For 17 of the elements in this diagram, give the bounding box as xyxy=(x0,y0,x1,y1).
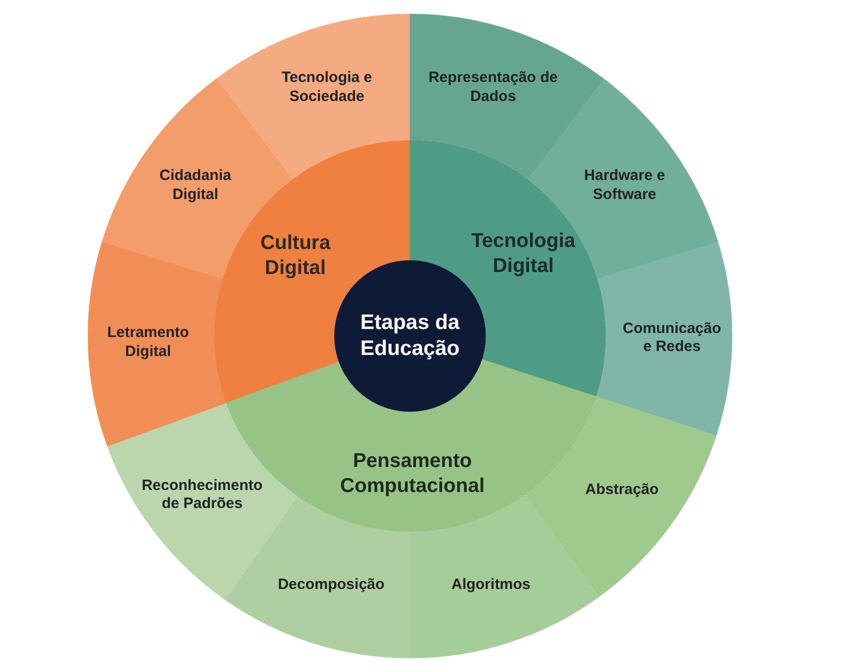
segment-label: Cidadania Digital xyxy=(158,166,232,204)
ring-segment xyxy=(88,242,226,446)
category-label: Tecnologia Digital xyxy=(470,228,576,279)
segment-label: Comunicação e Redes xyxy=(622,320,722,358)
category-label: Pensamento Computacional xyxy=(339,448,486,499)
segment-label: Reconhecimento de Padrões xyxy=(140,476,264,514)
segment-label: Abstração xyxy=(585,480,659,500)
segment-label: Letramento Digital xyxy=(106,324,190,362)
segment-label: Decomposição xyxy=(278,576,385,596)
segment-label: Tecnologia e Sociedade xyxy=(280,68,374,106)
segment-label: Hardware e Software xyxy=(583,166,666,204)
segment-label: Representação de Dados xyxy=(428,68,559,106)
segment-label: Algoritmos xyxy=(451,576,531,595)
category-label: Cultura Digital xyxy=(259,230,332,281)
center-circle xyxy=(334,260,486,412)
ring-segment xyxy=(596,242,732,436)
center-title: Etapas da Educação xyxy=(359,310,461,362)
